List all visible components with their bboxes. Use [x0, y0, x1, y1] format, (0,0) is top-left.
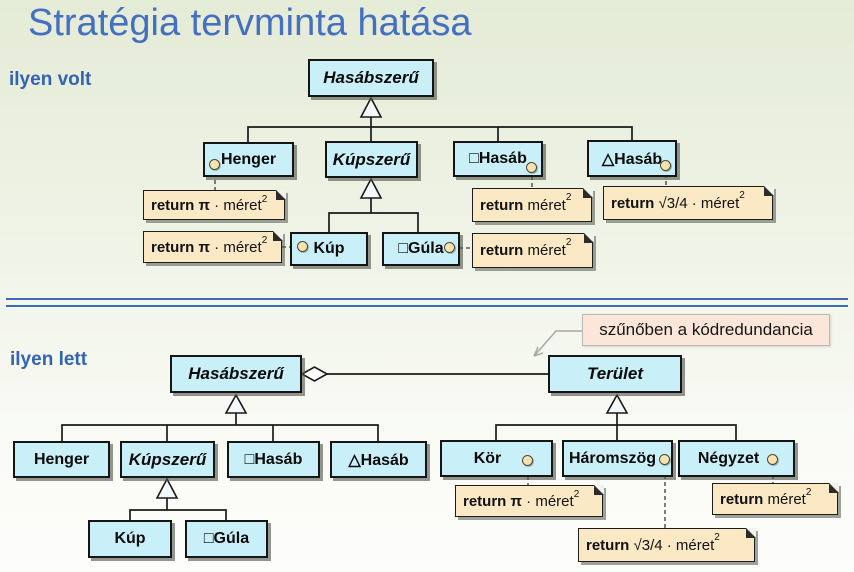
class-box-trihasab-after: △Hasáb: [330, 441, 427, 478]
tree-connector: [247, 126, 633, 143]
note-anchor-dot: [767, 454, 778, 465]
note-anchor-dot: [444, 242, 455, 253]
divider-line-bottom: [6, 305, 848, 307]
note-anchor-dot: [526, 162, 537, 173]
class-box-trihasab-before: △Hasáb: [587, 140, 677, 177]
class-box-kup-after: Kúp: [88, 520, 172, 558]
class-box-haromszog: Háromszög: [562, 440, 673, 477]
note-anchor-dot: [297, 241, 308, 252]
note-anchor-dot: [522, 455, 533, 466]
tree-connector: [495, 424, 737, 441]
generalization-triangle: [224, 393, 248, 414]
tree-connector: [129, 509, 227, 521]
class-box-hasabszeru-after: Hasábszerű: [170, 355, 302, 393]
class-box-kupszeru-after: Kúpszerű: [120, 441, 215, 478]
annotation-note: szűnőben a kódredundancia: [582, 314, 830, 346]
generalization-triangle: [359, 96, 383, 118]
generalization-triangle: [605, 393, 629, 414]
class-box-hasab-after: □Hasáb: [227, 441, 320, 478]
note-anchor-dot: [209, 159, 220, 170]
note-anchor-dot: [660, 160, 671, 171]
class-box-henger-after: Henger: [13, 441, 110, 478]
class-box-hasabszeru-before: Hasábszerű: [308, 59, 434, 97]
note-anchor-dot: [659, 454, 670, 465]
annotation-arrowhead: [533, 346, 544, 357]
generalization-triangle: [359, 177, 383, 199]
section-label-before: ilyen volt: [9, 69, 92, 90]
class-box-kor: Kör: [440, 440, 553, 477]
class-box-gula-after: □Gúla: [185, 520, 268, 558]
page-title: Stratégia tervminta hatása: [28, 2, 472, 44]
divider-line-top: [6, 298, 848, 300]
class-box-kupszeru-before: Kúpszerű: [325, 141, 418, 178]
annotation-arrow: [533, 330, 582, 357]
generalization-triangle: [155, 477, 179, 499]
section-label-after: ilyen lett: [10, 349, 88, 370]
aggregation-diamond: [300, 366, 329, 382]
class-box-terulet: Terület: [548, 355, 682, 393]
tree-connector: [61, 424, 379, 442]
tree-connector: [328, 212, 419, 233]
